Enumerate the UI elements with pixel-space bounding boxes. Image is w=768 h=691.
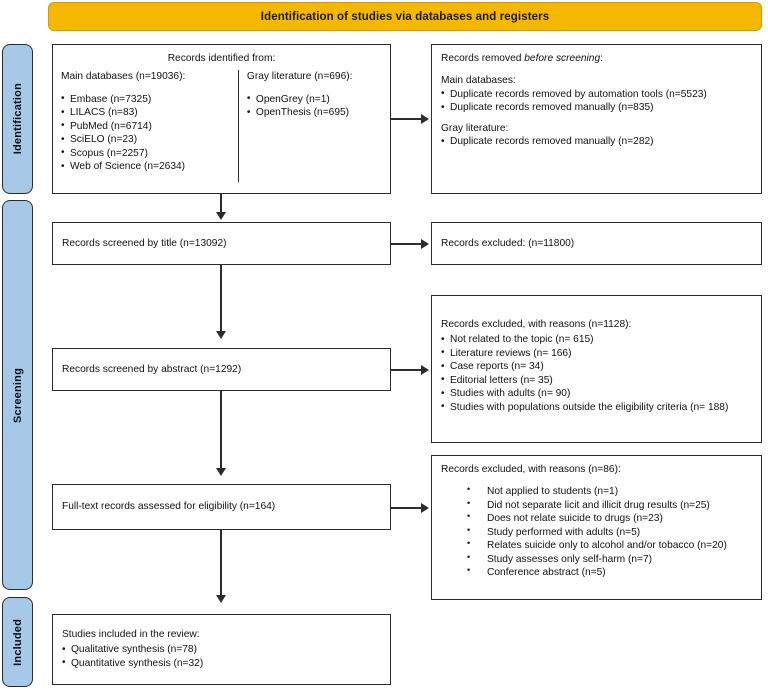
list-item: Duplicate records removed manually (n=28… bbox=[441, 135, 752, 149]
arrow-down-icon bbox=[216, 212, 226, 220]
arrow-down-icon bbox=[216, 468, 226, 476]
banner-title: Identification of studies via databases … bbox=[260, 10, 550, 23]
removed-group2-title: Gray literature: bbox=[441, 122, 509, 134]
excluded-reasons1-title: Records excluded, with reasons (n=1128): bbox=[441, 319, 632, 330]
list-item: SciELO (n=23) bbox=[61, 133, 230, 147]
box-fulltext-assessed: Full-text records assessed for eligibili… bbox=[52, 484, 391, 530]
list-item: Not related to the topic (n= 615) bbox=[441, 333, 752, 347]
stage-bar-identification: Identification bbox=[2, 44, 33, 194]
list-item: Studies with adults (n= 90) bbox=[441, 387, 752, 401]
list-item: Does not relate suicide to drugs (n=23) bbox=[441, 511, 752, 525]
list-item: Conference abstract (n=5) bbox=[441, 565, 752, 579]
arrow-right-icon bbox=[421, 365, 429, 375]
box-records-screened-title: Records screened by title (n=13092) bbox=[52, 222, 391, 265]
list-item: Study assesses only self-harm (n=7) bbox=[441, 552, 752, 566]
records-screened-abstract-text: Records screened by abstract (n=1292) bbox=[62, 363, 242, 375]
arrow-right-icon bbox=[421, 114, 429, 124]
gray-literature-list: OpenGrey (n=1) OpenThesis (n=695) bbox=[247, 92, 382, 120]
arrow-right-icon bbox=[421, 239, 429, 249]
stage-label-screening: Screening bbox=[11, 367, 24, 423]
main-databases-title: Main databases (n=19036): bbox=[61, 71, 186, 83]
list-item: Not applied to students (n=1) bbox=[441, 484, 752, 498]
removed-group2-list: Duplicate records removed manually (n=28… bbox=[441, 135, 752, 149]
connector-screened-to-excluded-title bbox=[391, 243, 421, 245]
stage-label-included: Included bbox=[11, 618, 24, 666]
records-excluded-title-text: Records excluded: (n=11800) bbox=[441, 237, 575, 249]
list-item: LILACS (n=83) bbox=[61, 106, 230, 120]
stage-bar-included: Included bbox=[2, 597, 33, 687]
gray-literature-title: Gray literature (n=696): bbox=[246, 71, 353, 83]
fulltext-assessed-text: Full-text records assessed for eligibili… bbox=[62, 501, 276, 513]
main-databases-list: Embase (n=7325) LILACS (n=83) PubMed (n=… bbox=[61, 92, 230, 174]
records-removed-title-tail: : bbox=[600, 53, 603, 64]
list-item: Duplicate records removed by automation … bbox=[441, 87, 752, 101]
list-item: Study performed with adults (n=5) bbox=[441, 525, 752, 539]
list-item: Editorial letters (n= 35) bbox=[441, 373, 752, 387]
box-records-removed: Records removed before screening: Main d… bbox=[431, 44, 762, 194]
arrow-right-icon bbox=[421, 503, 429, 513]
box-records-excluded-title: Records excluded: (n=11800) bbox=[431, 222, 762, 265]
list-item: Duplicate records removed manually (n=83… bbox=[441, 101, 752, 115]
box-studies-included: Studies included in the review: Qualitat… bbox=[52, 614, 391, 685]
list-item: Embase (n=7325) bbox=[61, 92, 230, 106]
connector-fulltext-to-included bbox=[220, 530, 222, 596]
gray-literature-column: Gray literature (n=696): OpenGrey (n=1) … bbox=[237, 70, 390, 183]
list-item: Relates suicide only to alcohol and/or t… bbox=[441, 538, 752, 552]
excluded-reasons2-list: Not applied to students (n=1) Did not se… bbox=[441, 484, 752, 579]
studies-included-title: Studies included in the review: bbox=[62, 629, 200, 640]
main-databases-column: Main databases (n=19036): Embase (n=7325… bbox=[53, 70, 238, 182]
records-screened-title-text: Records screened by title (n=13092) bbox=[62, 237, 227, 249]
list-item: Did not separate licit and illicit drug … bbox=[441, 498, 752, 512]
stage-label-identification: Identification bbox=[11, 83, 24, 155]
removed-group1-list: Duplicate records removed by automation … bbox=[441, 87, 752, 115]
studies-included-list: Qualitative synthesis (n=78) Quantitativ… bbox=[62, 643, 381, 670]
list-item: Case reports (n= 34) bbox=[441, 360, 752, 374]
list-item: Literature reviews (n= 166) bbox=[441, 346, 752, 360]
stage-bar-screening: Screening bbox=[2, 200, 33, 590]
connector-identified-to-removed bbox=[391, 118, 421, 120]
connector-identified-to-screened bbox=[220, 194, 222, 214]
records-removed-title-lead: Records removed bbox=[441, 53, 525, 64]
arrow-down-icon bbox=[216, 595, 226, 603]
connector-fulltext-to-excluded-reasons bbox=[391, 507, 421, 509]
box-records-excluded-reasons-fulltext: Records excluded, with reasons (n=86): N… bbox=[431, 455, 762, 600]
connector-title-to-abstract bbox=[220, 265, 222, 332]
list-item: PubMed (n=6714) bbox=[61, 119, 230, 133]
removed-group1-title: Main databases: bbox=[441, 75, 516, 87]
box-records-identified: Records identified from: Main databases … bbox=[52, 44, 391, 194]
records-removed-title-emphasis: before screening bbox=[524, 53, 601, 64]
list-item: Qualitative synthesis (n=78) bbox=[62, 643, 381, 657]
excluded-reasons2-title: Records excluded, with reasons (n=86): bbox=[441, 464, 621, 475]
list-item: Quantitative synthesis (n=32) bbox=[62, 656, 381, 670]
list-item: OpenGrey (n=1) bbox=[247, 92, 382, 106]
list-item: Web of Science (n=2634) bbox=[61, 160, 230, 174]
list-item: Scopus (n=2257) bbox=[61, 146, 230, 160]
connector-abstract-to-fulltext bbox=[220, 391, 222, 469]
list-item: OpenThesis (n=695) bbox=[247, 106, 382, 120]
records-removed-title: Records removed before screening: bbox=[441, 52, 752, 65]
list-item: Studies with populations outside the eli… bbox=[441, 400, 752, 414]
diagram-banner: Identification of studies via databases … bbox=[48, 2, 762, 31]
connector-abstract-to-excluded-reasons bbox=[391, 369, 421, 371]
box-records-excluded-reasons-abstract: Records excluded, with reasons (n=1128):… bbox=[431, 295, 762, 443]
arrow-down-icon bbox=[216, 331, 226, 339]
box-records-screened-abstract: Records screened by abstract (n=1292) bbox=[52, 348, 391, 391]
excluded-reasons1-list: Not related to the topic (n= 615) Litera… bbox=[441, 333, 752, 414]
records-identified-header: Records identified from: bbox=[167, 53, 276, 64]
